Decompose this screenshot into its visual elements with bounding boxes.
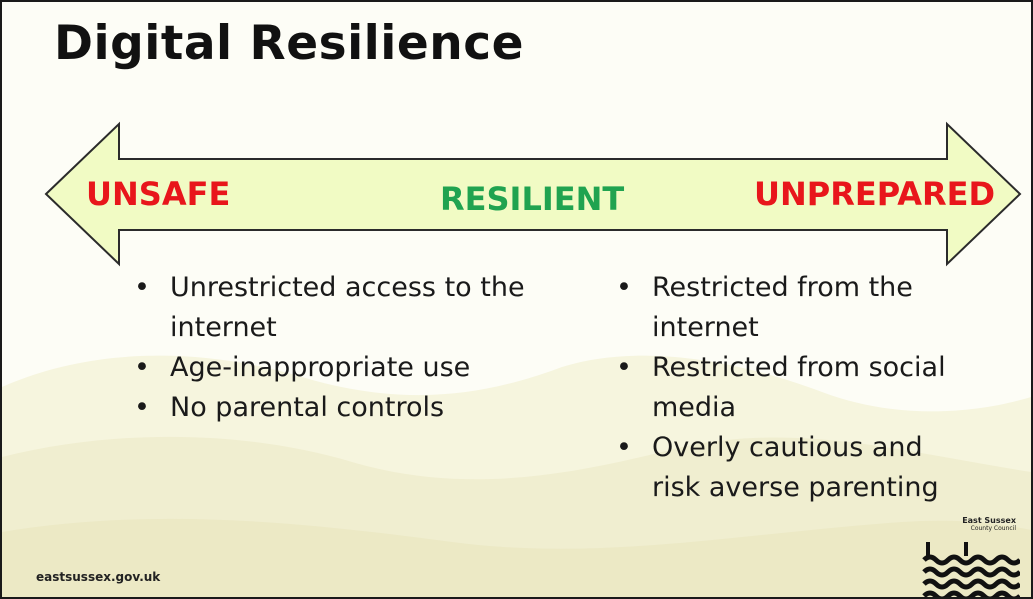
list-item: Restricted from the internet: [616, 268, 946, 348]
list-item: No parental controls: [134, 388, 554, 428]
double-arrow: [44, 121, 1022, 267]
east-sussex-logo: East Sussex County Council: [920, 516, 1020, 597]
unprepared-points-list: Restricted from the internet Restricted …: [616, 268, 946, 508]
list-item: Unrestricted access to the internet: [134, 268, 554, 348]
list-item: Restricted from social media: [616, 348, 946, 428]
unprepared-label: UNPREPARED: [754, 175, 996, 213]
unsafe-label: UNSAFE: [86, 175, 231, 213]
waves-logo-icon: [922, 542, 1020, 597]
logo-subname: County Council: [970, 525, 1016, 532]
resilient-label: RESILIENT: [440, 180, 625, 218]
list-item: Age-inappropriate use: [134, 348, 554, 388]
page-title: Digital Resilience: [54, 16, 524, 71]
double-arrow-shape: [44, 121, 1022, 267]
footer-url: eastsussex.gov.uk: [36, 570, 161, 584]
unsafe-points-list: Unrestricted access to the internet Age-…: [134, 268, 554, 428]
logo-name: East Sussex: [962, 516, 1016, 525]
list-item: Overly cautious and risk averse parentin…: [616, 428, 946, 508]
